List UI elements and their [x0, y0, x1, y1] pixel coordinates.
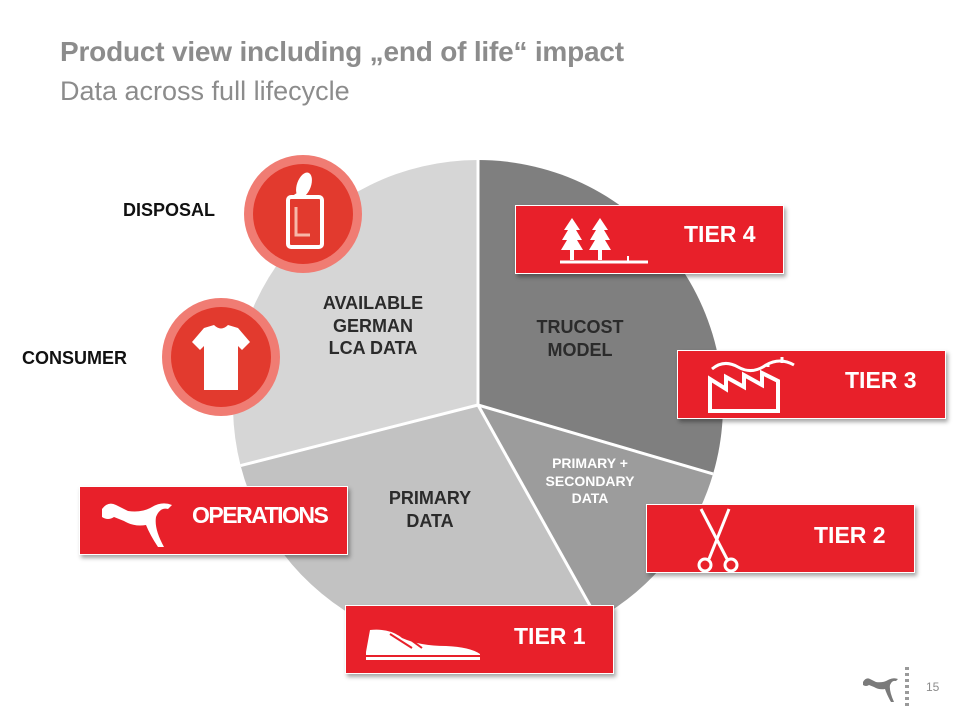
disposal-label: DISPOSAL: [123, 200, 216, 220]
shoe-icon: [366, 629, 480, 660]
tier3-box: TIER 3: [677, 350, 946, 419]
scissors-icon: [697, 508, 739, 573]
segment-label-trucost: TRUCOST MODEL: [536, 317, 624, 360]
trees-icon: [560, 218, 648, 264]
tier4-box: TIER 4: [515, 205, 784, 274]
slide-title: Product view including „end of life“ imp…: [60, 36, 624, 67]
puma-logo-icon: [102, 503, 172, 547]
tier1-box: TIER 1: [345, 605, 614, 674]
factory-icon: [708, 357, 795, 413]
tier4-label: TIER 4: [684, 221, 756, 247]
operations-label: OPERATIONS: [192, 502, 329, 528]
slide-subtitle: Data across full lifecycle: [60, 76, 350, 106]
tshirt-icon: [192, 325, 250, 390]
operations-box: OPERATIONS: [79, 486, 348, 555]
pie-segment-lca: [232, 160, 478, 466]
pie-segment-primary: [240, 405, 598, 650]
tier1-label: TIER 1: [514, 623, 586, 649]
tier3-label: TIER 3: [845, 367, 917, 393]
segment-label-lca: AVAILABLE GERMAN LCA DATA: [322, 293, 424, 358]
page-number: 15: [926, 680, 940, 694]
segment-label-primary: PRIMARY DATA: [388, 488, 472, 531]
tier2-label: TIER 2: [814, 522, 886, 548]
puma-footer-logo-icon: [863, 678, 898, 702]
can-icon: [286, 172, 324, 249]
consumer-label: CONSUMER: [22, 348, 128, 368]
tier2-box: TIER 2: [646, 504, 915, 573]
footer-divider: [905, 667, 909, 709]
consumer-badge: [162, 298, 280, 416]
segment-label-primary-secondary: PRIMARY + SECONDARY DATA: [545, 455, 635, 506]
disposal-badge: [244, 155, 362, 273]
